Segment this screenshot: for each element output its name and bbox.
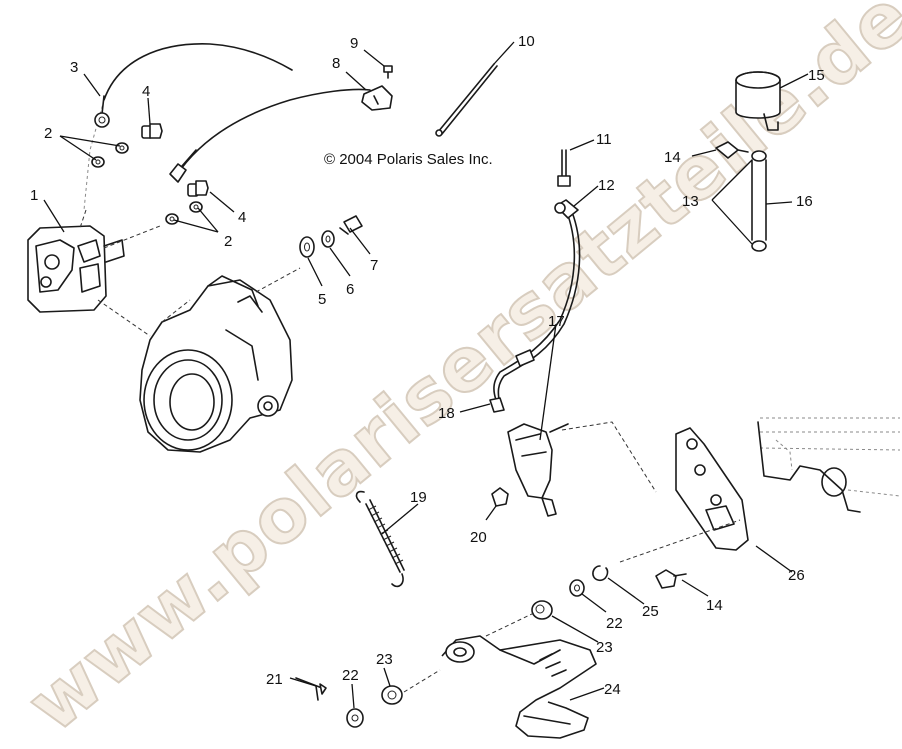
banjo-fitting: [94, 95, 110, 128]
washer-22-right: [569, 579, 585, 597]
label-23-lower: 23: [376, 651, 393, 668]
label-5: 5: [318, 291, 326, 308]
washer-22-left: [346, 708, 364, 728]
clip-screw: [383, 65, 393, 79]
brake-pedal: [403, 611, 597, 739]
label-21: 21: [266, 671, 283, 688]
label-1: 1: [30, 187, 38, 204]
clip-ring: [592, 565, 609, 582]
label-9: 9: [350, 35, 358, 52]
label-14-upper: 14: [664, 149, 681, 166]
label-24: 24: [604, 681, 621, 698]
crush-washers: [91, 142, 203, 225]
label-26: 26: [788, 567, 805, 584]
bushing-23-right: [531, 600, 553, 620]
callout-labels: 1 2 2 3 4 4 5 6 7 8 9 10 11 12 13 14 14 …: [30, 33, 825, 698]
line-clip: [361, 85, 393, 111]
brake-caliper: [27, 209, 161, 337]
return-spring: [355, 490, 405, 588]
label-6: 6: [346, 281, 354, 298]
bolt-14-lower: [655, 569, 687, 589]
label-12: 12: [598, 177, 615, 194]
label-2-lower: 2: [224, 233, 232, 250]
steering-knuckle: [139, 267, 301, 453]
label-11: 11: [596, 131, 612, 148]
brake-line-rod: [435, 63, 498, 137]
label-14-lower: 14: [706, 597, 723, 614]
label-4-lower: 4: [238, 209, 246, 226]
master-line: [489, 209, 581, 413]
label-10: 10: [518, 33, 535, 50]
label-3: 3: [70, 59, 78, 76]
label-7: 7: [370, 257, 378, 274]
mount-bracket: [561, 421, 749, 563]
cotter-pin: [295, 677, 327, 701]
leader-lines: [43, 41, 809, 709]
knuckle-bolt-7: [339, 215, 363, 235]
copyright-notice: © 2004 Polaris Sales Inc.: [324, 151, 493, 168]
bushing-23-left: [381, 685, 403, 705]
hose-fitting: [169, 149, 197, 183]
elbow-fitting: [554, 199, 579, 219]
label-23-upper: 23: [596, 639, 613, 656]
label-13: 13: [682, 193, 699, 210]
brake-lines: [83, 43, 371, 211]
banjo-bolt-upper: [141, 123, 163, 139]
pin: [557, 149, 571, 187]
label-17: 17: [548, 313, 565, 330]
label-8: 8: [332, 55, 340, 72]
knuckle-washer-6: [321, 230, 335, 248]
label-25: 25: [642, 603, 659, 620]
bolt-20: [491, 487, 509, 507]
reservoir-hose: [751, 150, 767, 252]
label-22-lower: 22: [342, 667, 359, 684]
label-15: 15: [808, 67, 825, 84]
frame-section: [757, 417, 901, 513]
label-16: 16: [796, 193, 813, 210]
label-20: 20: [470, 529, 487, 546]
label-4-upper: 4: [142, 83, 150, 100]
label-2-upper: 2: [44, 125, 52, 142]
knuckle-washer-5: [299, 236, 315, 258]
master-cylinder: [507, 423, 569, 517]
brake-reservoir: [735, 71, 781, 131]
label-22-upper: 22: [606, 615, 623, 632]
hose-fitting-14: [715, 141, 749, 159]
label-19: 19: [410, 489, 427, 506]
label-18: 18: [438, 405, 455, 422]
banjo-bolt-lower: [187, 180, 209, 197]
